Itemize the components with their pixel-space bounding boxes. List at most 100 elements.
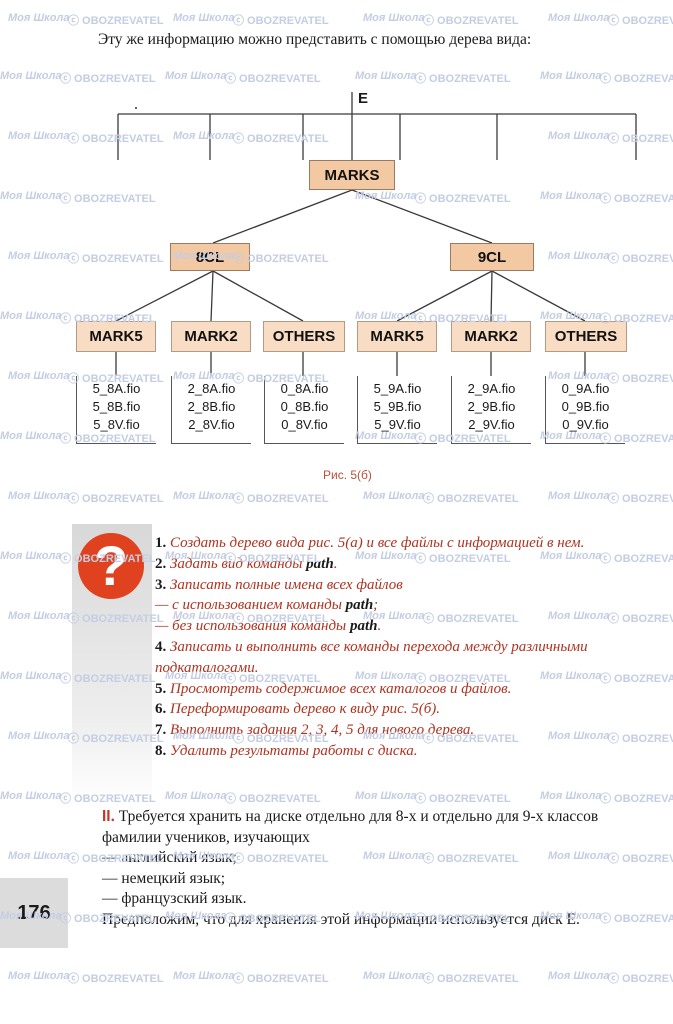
watermark-school: Моя Школа [548,250,610,262]
watermark-school: Моя Школа [548,970,610,982]
file-name: 2_9A.fio [467,381,516,396]
file-name: 0_8A.fio [280,381,329,396]
file-list-others-8: 0_8A.fio 0_8B.fio 0_8V.fio [264,376,344,444]
watermark-obozrevatel: ⓒ OBOZREVATEL [415,73,511,85]
watermark-school: Моя Школа [173,850,235,862]
task-item: 5. Просмотреть содержимое всех каталогов… [155,680,512,697]
question-mark-icon: ? [78,533,144,599]
watermark-school: Моя Школа [173,370,235,382]
folder-mark2-9: MARK2 [451,321,531,352]
watermark-school: Моя Школа [8,490,70,502]
watermark-obozrevatel: ⓒ OBOZREVATEL [233,15,329,27]
watermark-school: Моя Школа [0,430,62,442]
watermark-obozrevatel: ⓒ OBOZREVATEL [68,253,164,265]
watermark-obozrevatel: ⓒ OBOZREVATEL [600,553,673,565]
watermark-school: Моя Школа [548,370,610,382]
watermark-obozrevatel: ⓒ OBOZREVATEL [60,553,156,565]
watermark-school: Моя Школа [355,790,417,802]
watermark-school: Моя Школа [355,910,417,922]
file-name: 2_8A.fio [187,381,236,396]
task-item: 6. Переформировать дерево к виду рис. 5(… [155,701,441,718]
directory-tree-lines [115,92,637,376]
watermark-school: Моя Школа [355,70,417,82]
watermark-obozrevatel: ⓒ OBOZREVATEL [68,373,164,385]
task-item: 4. Записать и выполнить все команды пере… [155,638,588,676]
watermark-school: Моя Школа [540,550,602,562]
watermark-school: Моя Школа [363,730,425,742]
watermark-obozrevatel: ⓒ OBOZREVATEL [68,15,164,27]
task-item: 8. Удалить результаты работы с диска. [155,742,418,759]
section-number: II. [102,808,115,825]
folder-8cl: 8CL [170,243,250,271]
watermark-school: Моя Школа [540,790,602,802]
watermark-obozrevatel: ⓒ OBOZREVATEL [423,15,519,27]
watermark-obozrevatel: ⓒ OBOZREVATEL [423,973,519,985]
watermark-obozrevatel: ⓒ OBOZREVATEL [68,973,164,985]
current-dir-dot: . [134,96,138,113]
watermark-obozrevatel: ⓒ OBOZREVATEL [600,673,673,685]
watermark-school: Моя Школа [355,310,417,322]
watermark-school: Моя Школа [540,70,602,82]
watermark-obozrevatel: ⓒ OBOZREVATEL [423,733,519,745]
watermark-obozrevatel: ⓒ OBOZREVATEL [233,253,329,265]
watermark-obozrevatel: ⓒ OBOZREVATEL [415,433,511,445]
watermark-obozrevatel: ⓒ OBOZREVATEL [68,853,164,865]
watermark-school: Моя Школа [548,850,610,862]
watermark-school: Моя Школа [363,12,425,24]
file-list-others-9: 0_9A.fio 0_9B.fio 0_9V.fio [545,376,625,444]
watermark-obozrevatel: ⓒ OBOZREVATEL [415,193,511,205]
watermark-obozrevatel: ⓒ OBOZREVATEL [423,613,519,625]
page-number: 176 [0,878,68,948]
watermark-obozrevatel: ⓒ OBOZREVATEL [608,973,673,985]
watermark-obozrevatel: ⓒ OBOZREVATEL [225,553,321,565]
file-list-mark2-9: 2_9A.fio 2_9B.fio 2_9V.fio [451,376,531,444]
language-item: — английский язык; [102,849,237,866]
watermark-obozrevatel: ⓒ OBOZREVATEL [60,673,156,685]
watermark-school: Моя Школа [165,670,227,682]
watermark-school: Моя Школа [8,12,70,24]
watermark-obozrevatel: ⓒ OBOZREVATEL [225,913,321,925]
task-item: 1. Создать дерево вида рис. 5(а) и все ф… [155,535,585,551]
watermark-school: Моя Школа [165,790,227,802]
watermark-obozrevatel: ⓒ OBOZREVATEL [608,133,673,145]
folder-others-9: OTHERS [545,321,627,352]
watermark-school: Моя Школа [540,430,602,442]
watermark-obozrevatel: ⓒ OBOZREVATEL [415,673,511,685]
watermark-obozrevatel: ⓒ OBOZREVATEL [415,793,511,805]
file-list-mark2-8: 2_8A.fio 2_8B.fio 2_8V.fio [171,376,251,444]
task-list: 1. Создать дерево вида рис. 5(а) и все ф… [155,533,645,762]
file-name: 0_9V.fio [562,417,609,432]
folder-mark5-9: MARK5 [357,321,437,352]
watermark-school: Моя Школа [548,490,610,502]
watermark-obozrevatel: ⓒ OBOZREVATEL [60,793,156,805]
watermark-school: Моя Школа [363,970,425,982]
watermark-obozrevatel: ⓒ OBOZREVATEL [415,913,511,925]
file-name: 2_9B.fio [467,399,516,414]
watermark-obozrevatel: ⓒ OBOZREVATEL [608,15,673,27]
watermark-school: Моя Школа [548,130,610,142]
watermark-obozrevatel: ⓒ OBOZREVATEL [423,853,519,865]
file-name: 5_8B.fio [92,399,141,414]
file-list-mark5-9: 5_9A.fio 5_9B.fio 5_9V.fio [357,376,437,444]
watermark-school: Моя Школа [0,910,62,922]
file-name: 0_8V.fio [281,417,328,432]
watermark-school: Моя Школа [8,370,70,382]
watermark-obozrevatel: ⓒ OBOZREVATEL [423,493,519,505]
language-item: — французский язык. [102,890,247,907]
watermark-obozrevatel: ⓒ OBOZREVATEL [60,73,156,85]
watermark-obozrevatel: ⓒ OBOZREVATEL [600,193,673,205]
watermark-obozrevatel: ⓒ OBOZREVATEL [600,313,673,325]
watermark-school: Моя Школа [355,190,417,202]
watermark-obozrevatel: ⓒ OBOZREVATEL [415,313,511,325]
watermark-school: Моя Школа [8,970,70,982]
folder-mark2-8: MARK2 [171,321,251,352]
watermark-school: Моя Школа [0,550,62,562]
file-name: 5_9B.fio [373,399,422,414]
file-name: 0_9B.fio [561,399,610,414]
folder-others-8: OTHERS [263,321,345,352]
watermark-obozrevatel: ⓒ OBOZREVATEL [60,913,156,925]
watermark-school: Моя Школа [363,490,425,502]
closing-paragraph: Предположим, что для хранения этой инфор… [102,911,580,928]
watermark-obozrevatel: ⓒ OBOZREVATEL [608,853,673,865]
watermark-obozrevatel: ⓒ OBOZREVATEL [68,613,164,625]
